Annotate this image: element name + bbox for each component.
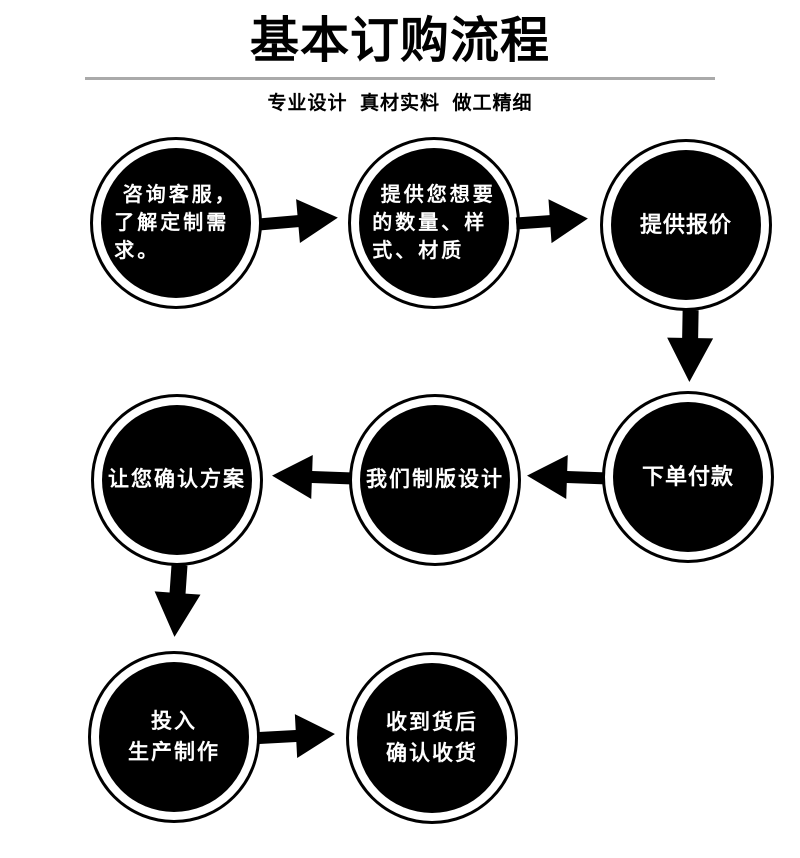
step-circle: 我们制版设计	[360, 405, 510, 555]
flow-step-6-confirm-plan: 让您确认方案	[91, 394, 263, 566]
arrow-right-step2-step3	[514, 194, 589, 249]
page-subtitle: 专业设计 真材实料 做工精细	[267, 93, 533, 114]
arrow-left-step4-step5	[526, 451, 606, 504]
step-circle: 让您确认方案	[102, 405, 252, 555]
step-label: 咨询客服， 了解定制需 求。	[114, 184, 238, 262]
flow-step-3-provide-quote: 提供报价	[600, 139, 772, 311]
arrow-down-step6-step7	[150, 563, 205, 638]
step-label: 我们制版设计	[366, 467, 504, 491]
title-divider	[85, 77, 715, 80]
step-label: 让您确认方案	[108, 467, 246, 491]
flow-step-4-place-order-pay: 下单付款	[602, 391, 774, 563]
step-label: 提供您想要 的数量、样 式、材质	[372, 184, 496, 262]
page-title: 基本订购流程	[249, 14, 550, 68]
step-label: 下单付款	[641, 464, 734, 490]
arrow-down-step3-step4	[664, 309, 715, 383]
arrow-left-step5-step6	[271, 451, 351, 504]
flow-step-7-production: 投入 生产制作	[88, 651, 260, 823]
step-label: 收到货后 确认收货	[386, 710, 478, 766]
flow-step-8-confirm-receipt: 收到货后 确认收货	[346, 652, 518, 824]
flow-step-1-consult-service: 咨询客服， 了解定制需 求。	[90, 137, 262, 309]
flow-step-2-provide-specs: 提供您想要 的数量、样 式、材质	[348, 137, 520, 309]
step-label: 投入 生产制作	[128, 709, 220, 765]
step-circle: 投入 生产制作	[99, 662, 249, 812]
arrow-right-step1-step2	[258, 193, 340, 250]
step-circle: 提供报价	[611, 150, 761, 300]
step-circle: 提供您想要 的数量、样 式、材质	[359, 148, 509, 298]
step-label: 提供报价	[639, 212, 732, 238]
flow-step-5-plate-design: 我们制版设计	[349, 394, 521, 566]
step-circle: 下单付款	[613, 402, 763, 552]
step-circle: 咨询客服， 了解定制需 求。	[101, 148, 251, 298]
step-circle: 收到货后 确认收货	[357, 663, 507, 813]
arrow-right-step7-step8	[258, 709, 337, 763]
